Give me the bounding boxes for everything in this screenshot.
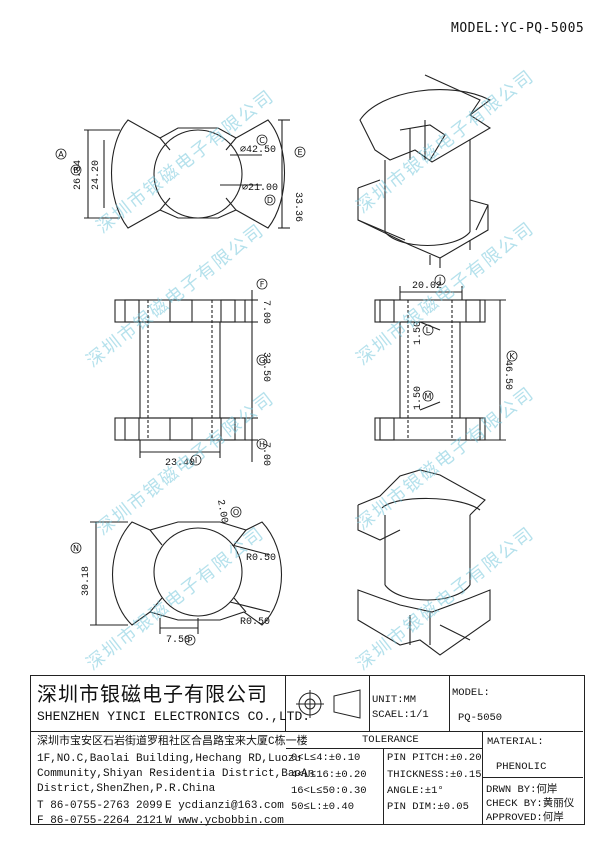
scale-label: SCAEL:1/1 — [372, 709, 429, 721]
company-name-cn: 深圳市银磁电子有限公司 — [37, 682, 268, 706]
svg-text:N: N — [73, 544, 79, 553]
dim-text: 23.40 — [165, 458, 195, 469]
unit-scale-cell — [370, 676, 450, 732]
dim-text: 7.00 — [260, 442, 271, 466]
callout-e: E — [294, 146, 306, 158]
svg-text:J: J — [438, 276, 441, 285]
tolerance-cell — [286, 732, 483, 825]
address-en-line2: Community,Shiyan Residentia District,Bao… — [37, 768, 315, 780]
dim-text: 46.50 — [502, 360, 513, 390]
projection-cell — [286, 676, 370, 732]
svg-text:K: K — [509, 352, 515, 361]
website-url: W www.ycbobbin.com — [165, 815, 284, 827]
material-label: MATERIAL: — [487, 736, 544, 748]
callout-g: G — [256, 354, 268, 366]
material-value: PHENOLIC — [496, 761, 547, 773]
dim-text: 33.36 — [292, 192, 303, 222]
bottom-view — [90, 521, 283, 634]
svg-text:I: I — [195, 456, 197, 465]
tolerance-right-4: PIN DIM:±0.05 — [387, 801, 469, 813]
tolerance-left-1: 0<L≤4:±0.10 — [291, 752, 361, 764]
dim-text: 20.02 — [412, 281, 442, 292]
svg-text:E: E — [297, 148, 302, 157]
unit-label: UNIT:MM — [372, 694, 417, 706]
address-en-line1: 1F,NO.C,Baolai Building,Hechang RD,Luozu — [37, 753, 302, 765]
callout-b: B — [70, 164, 82, 176]
dim-text: 7.00 — [260, 300, 271, 324]
approved-by: APPROVED:何岸 — [486, 812, 564, 824]
svg-text:P: P — [188, 636, 193, 645]
side-view — [374, 286, 506, 441]
dim-text: 30.18 — [81, 566, 92, 596]
callout-o: O — [230, 506, 242, 518]
tolerance-left-2: 4<L≤16:±0.20 — [291, 769, 367, 781]
svg-text:F: F — [260, 280, 265, 289]
dim-text: ⌀42.50 — [240, 145, 276, 156]
email-address: E ycdianzi@163.com — [165, 800, 284, 812]
tolerance-left-4: 50≤L:±0.40 — [291, 801, 355, 813]
technical-drawing: 26.34 24.20 33.36 ⌀42.50 ⌀21.00 7.00 32.… — [55, 74, 518, 656]
tolerance-right-1: PIN PITCH:±0.20 — [387, 752, 482, 764]
callout-k: K — [506, 350, 518, 362]
callout-p: P — [184, 634, 196, 646]
dim-text: ⌀21.00 — [242, 183, 278, 194]
dim-text: R0.50 — [240, 617, 270, 628]
tolerance-title: TOLERANCE — [362, 734, 419, 746]
callout-d: D — [264, 194, 276, 206]
model-cell — [450, 676, 583, 732]
dim-text: 24.20 — [91, 160, 102, 190]
address-cn: 深圳市宝安区石岩街道罗租社区合昌路宝来大厦C栋一楼 — [37, 736, 308, 748]
company-cell — [31, 676, 286, 732]
tolerance-right-2: THICKNESS:±0.15 — [387, 769, 482, 781]
model-number-top: MODEL:YC-PQ-5005 — [451, 21, 585, 36]
svg-text:O: O — [233, 508, 239, 517]
top-view — [84, 119, 290, 229]
dim-text: 26.34 — [73, 160, 84, 190]
callout-h: H — [256, 438, 268, 450]
dim-text: R0.50 — [246, 553, 276, 564]
fax-number: F 86-0755-2264 2121 — [37, 815, 163, 827]
callout-n: N — [70, 542, 82, 554]
callout-f: F — [256, 278, 268, 290]
drawn-by: DRWN BY:何岸 — [486, 784, 558, 796]
address-en-line3: District,ShenZhen,P.R.China — [37, 783, 216, 795]
svg-text:G: G — [259, 356, 265, 365]
svg-text:C: C — [259, 136, 265, 145]
phone-number: T 86-0755-2763 2099 — [37, 800, 163, 812]
projection-symbol-icon — [296, 689, 361, 719]
dim-text: 32.50 — [260, 352, 271, 382]
dim-text: 1.50 — [413, 386, 424, 410]
material-cell — [483, 732, 583, 778]
svg-text:M: M — [425, 392, 432, 401]
tolerance-left-3: 16<L≤50:0.30 — [291, 785, 367, 797]
callout-c: C — [256, 134, 268, 146]
callout-j: J — [434, 274, 446, 286]
dim-text: 2.00 — [214, 499, 229, 525]
callout-i: I — [190, 454, 202, 466]
isometric-view-top — [357, 74, 492, 268]
svg-text:A: A — [58, 150, 64, 159]
model-label: MODEL: — [452, 687, 490, 699]
svg-text:D: D — [267, 196, 273, 205]
front-view — [114, 290, 258, 462]
callout-m: M — [422, 390, 434, 402]
svg-text:B: B — [73, 166, 79, 175]
isometric-view-bottom — [357, 469, 491, 656]
callout-l: L — [422, 324, 434, 336]
model-value: PQ-5050 — [458, 712, 503, 724]
checked-by: CHECK BY:黄丽仪 — [486, 798, 575, 810]
company-name-en: SHENZHEN YINCI ELECTRONICS CO.,LTD. — [37, 709, 311, 724]
dim-text: 7.50 — [166, 635, 190, 646]
svg-text:H: H — [259, 440, 265, 449]
tolerance-right-3: ANGLE:±1° — [387, 785, 444, 797]
dim-text: 1.50 — [413, 321, 424, 345]
svg-text:L: L — [426, 326, 431, 335]
callout-a: A — [55, 148, 67, 160]
title-block — [30, 675, 585, 825]
